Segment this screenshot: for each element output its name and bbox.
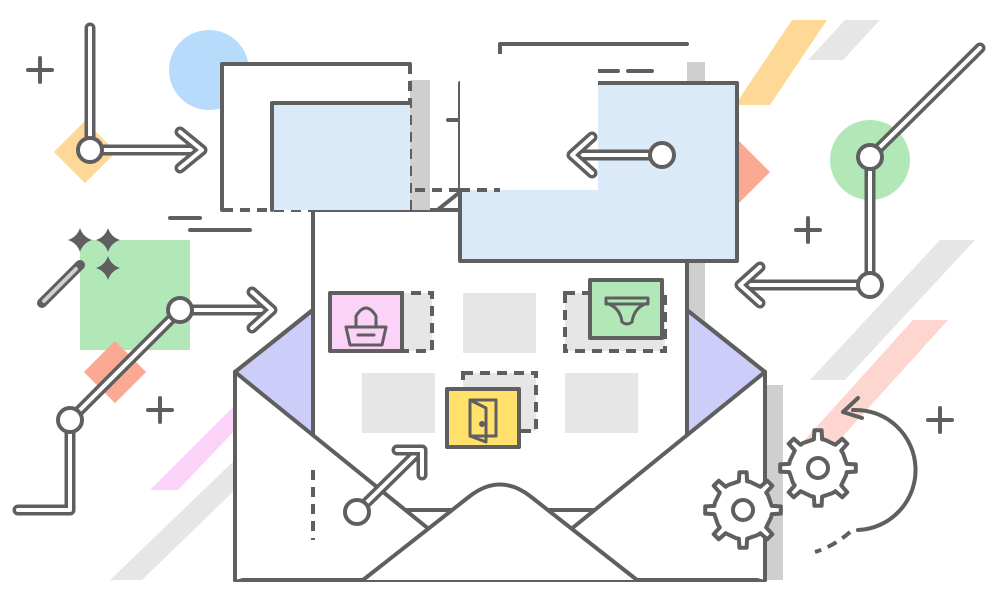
window-panel-right: [410, 42, 739, 263]
underwear-icon: [604, 296, 650, 326]
connector-top-right-arrow: [566, 131, 676, 179]
decor-diamond-salmon-right: [738, 140, 770, 204]
plus-icon: [26, 56, 54, 84]
circular-arrow-icon: [814, 396, 918, 554]
decor-stripe-pink: [150, 400, 240, 490]
plus-icon: [146, 396, 174, 424]
tile-placeholder: [565, 373, 638, 433]
connector-top-left: [76, 22, 208, 174]
handbag-icon: [344, 306, 388, 347]
decor-stripe-gray-top: [808, 20, 880, 60]
tile-placeholder: [463, 293, 536, 353]
background-decor: [53, 20, 975, 580]
gear-icon: [703, 470, 783, 550]
envelope-front: [233, 370, 767, 582]
decor-stripe-gray-right: [810, 240, 975, 380]
decor-stripe-salmon-right: [800, 320, 948, 445]
decor-stripe-orange: [735, 20, 827, 105]
connector-bottom: [311, 444, 428, 540]
magic-wand-icon: [37, 228, 120, 308]
tile-placeholder: [362, 373, 435, 433]
door-tile: [445, 387, 521, 449]
window-panel-left: [220, 62, 430, 212]
gear-icon: [778, 428, 858, 508]
underwear-tile: [588, 278, 664, 340]
handbag-tile: [328, 291, 404, 353]
plus-icon: [794, 216, 822, 244]
plus-icon: [926, 406, 954, 434]
decor-stripe-gray-left: [110, 455, 240, 580]
decor-square-green: [80, 240, 190, 350]
connector-left: [12, 286, 278, 516]
door-icon: [468, 398, 498, 444]
connector-right: [734, 42, 986, 309]
